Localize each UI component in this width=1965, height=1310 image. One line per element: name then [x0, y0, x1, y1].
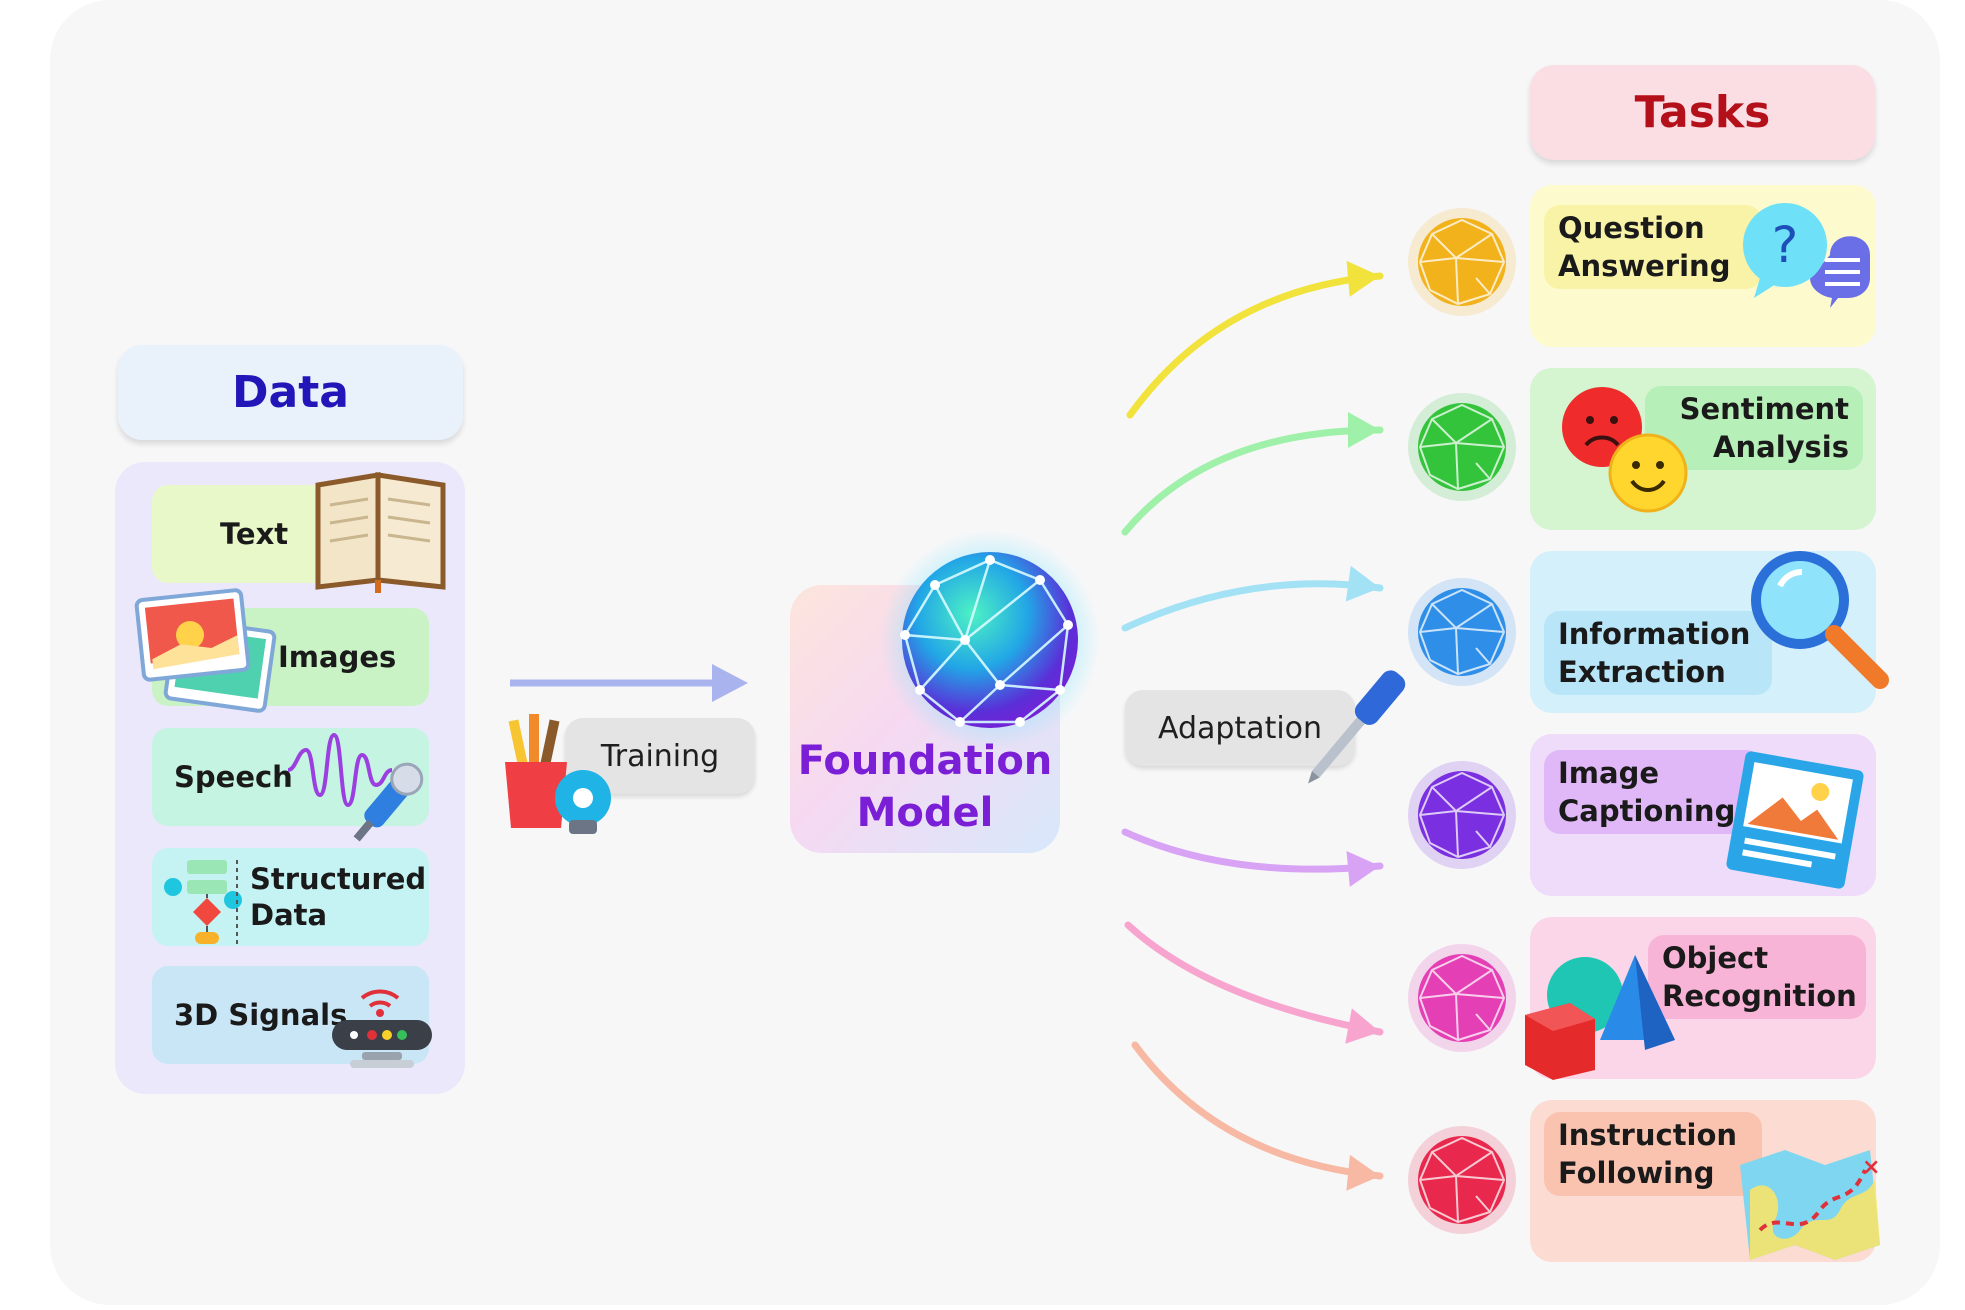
data-item-label: Images [278, 640, 397, 674]
adaptation-arrow [1126, 272, 1384, 419]
foundation-model-label: Foundation Model [797, 738, 1053, 836]
data-item-label: Text [220, 517, 289, 551]
adaptation-arrow [1131, 1041, 1384, 1180]
arrow-head [1346, 260, 1380, 297]
pencil-cup-icon [505, 714, 567, 828]
speech-bubbles-icon: ? [1743, 203, 1870, 308]
data-item-label: Speech [174, 760, 293, 794]
router-icon [332, 989, 432, 1068]
photos-icon [134, 588, 277, 713]
adaptation-arrows [1121, 260, 1384, 1191]
task-label: Object Recognition [1648, 935, 1866, 1019]
task-globes [1408, 208, 1516, 1234]
adaptation-arrow [1121, 580, 1384, 632]
adaptation-chip: Adaptation [1125, 690, 1355, 766]
arrow-head [1345, 565, 1380, 602]
arrow-head [1345, 1008, 1380, 1044]
adaptation-arrow [1124, 921, 1384, 1036]
globe-network [1418, 954, 1506, 1042]
task-label: Image Captioning [1544, 750, 1762, 834]
globe-network [1418, 588, 1506, 676]
svg-text:?: ? [1772, 216, 1799, 274]
task-label: Information Extraction [1544, 611, 1772, 695]
screwdriver-icon [1308, 670, 1406, 784]
globe-network [1418, 771, 1506, 859]
tasks-title: Tasks [1530, 65, 1875, 160]
task-label: Question Answering [1544, 205, 1762, 289]
data-item-label: 3D Signals [174, 998, 348, 1032]
3d-shapes-icon [1525, 955, 1675, 1080]
emoji-faces-icon [1562, 387, 1688, 513]
treasure-map-icon: × [1740, 1150, 1880, 1260]
training-arrow [510, 664, 748, 702]
arrow-head [1346, 851, 1380, 887]
task-label: Instruction Following [1544, 1112, 1762, 1196]
globe-network [1418, 218, 1506, 306]
globe-network [1418, 1136, 1506, 1224]
foundation-model-globe-icon [880, 530, 1100, 750]
adaptation-arrow [1121, 828, 1384, 873]
microphone-icon [287, 732, 424, 842]
adaptation-arrow [1121, 426, 1384, 536]
book-icon [315, 472, 446, 593]
flowchart-icon [164, 860, 242, 944]
arrow-head [1346, 1154, 1380, 1191]
picture-frame-icon [1726, 751, 1864, 889]
data-title: Data [118, 345, 463, 440]
data-item-label: Structured Data [250, 862, 427, 932]
magnifier-icon [1751, 551, 1889, 689]
globe-network [1418, 403, 1506, 491]
tape-measure-icon [555, 770, 611, 834]
svg-text:×: × [1862, 1155, 1880, 1180]
arrow-head [1348, 412, 1380, 448]
